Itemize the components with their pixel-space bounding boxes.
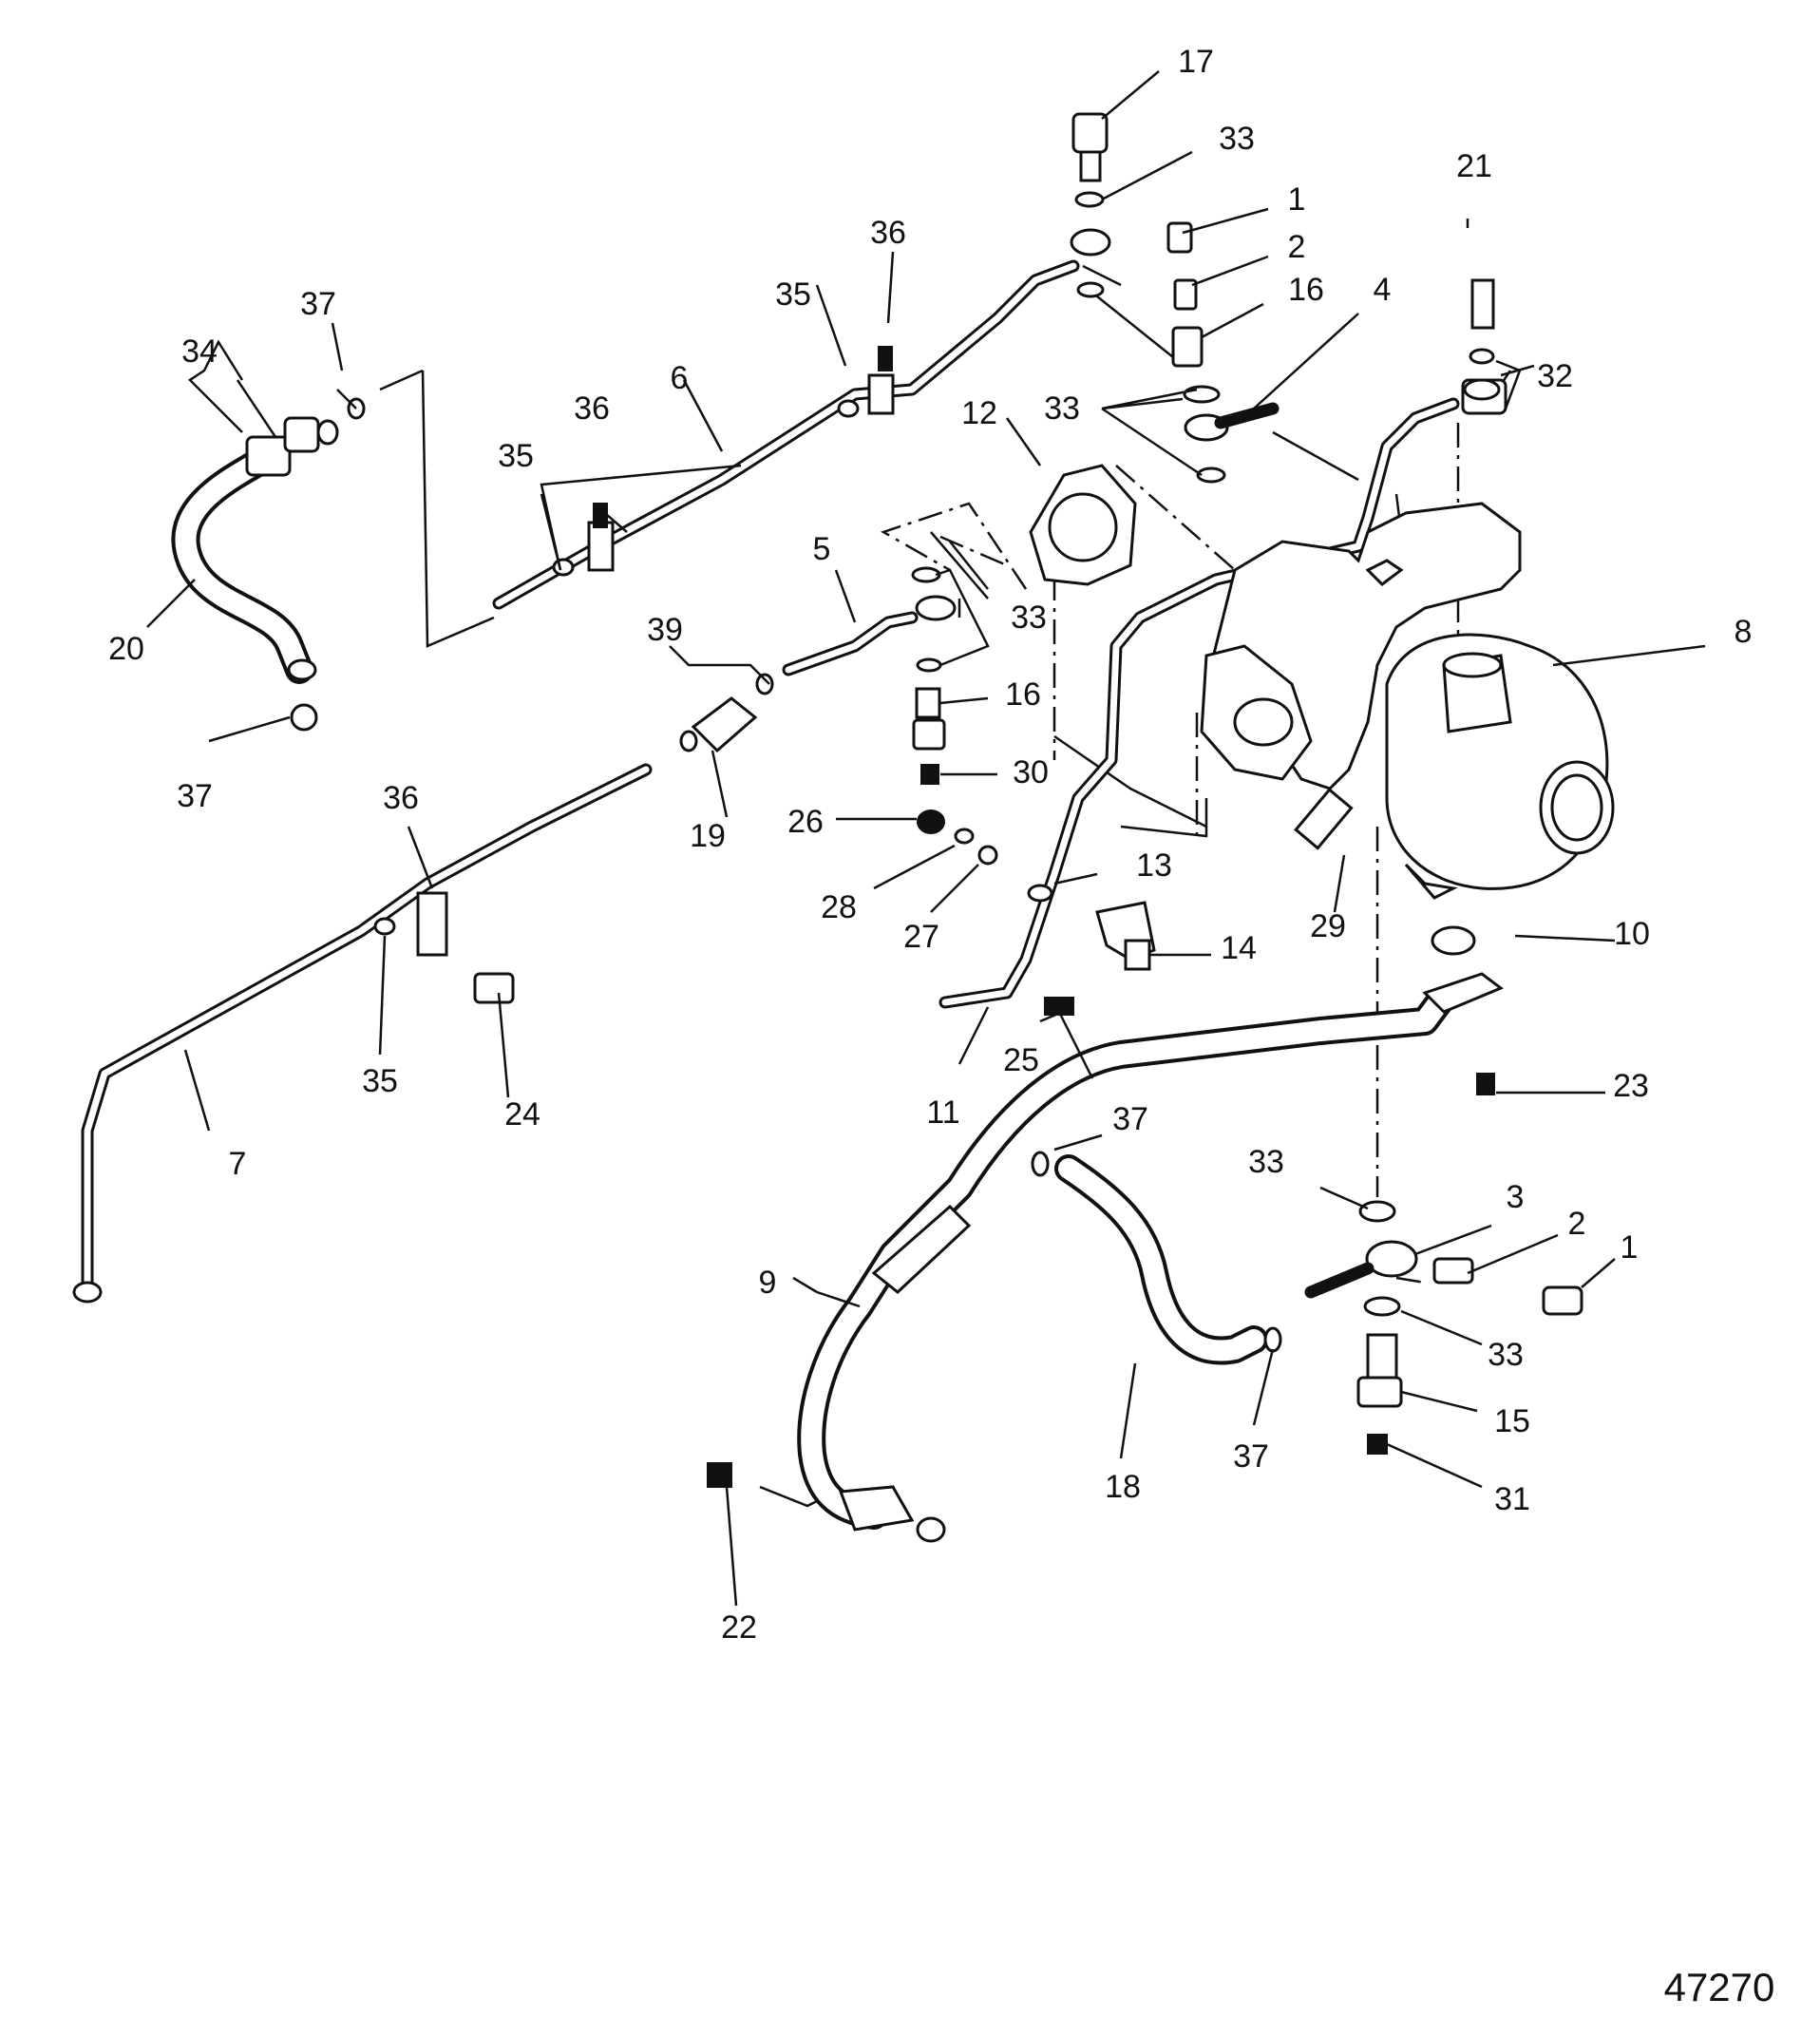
bracket-assembly [917,809,1156,1016]
callout-28: 28 [821,889,857,925]
sleeve-and-orings [679,673,774,753]
fittings-middle [911,566,957,785]
callout-33: 33 [1011,600,1047,636]
callout-36: 36 [383,780,419,816]
callout-12: 12 [961,395,997,431]
callout-18: 18 [1105,1469,1141,1505]
callout-30: 30 [1013,754,1049,790]
callout-37: 37 [300,286,336,322]
callout-8: 8 [1735,614,1753,650]
callout-37: 37 [1112,1101,1148,1137]
fittings-upper-center [1166,221,1280,484]
drain-flange [1294,788,1504,1095]
callout-33: 33 [1488,1337,1524,1373]
callout-labels: 1 1 2 2 3 4 5 6 7 8 9 10 11 12 13 14 15 … [108,44,1752,1646]
callout-2: 2 [1568,1206,1586,1242]
callout-1: 1 [1621,1229,1639,1266]
lower-clamp [72,891,515,1304]
callout-23: 23 [1613,1068,1649,1104]
hose-20-fittings [245,397,366,732]
callout-17: 17 [1178,44,1214,80]
oil-lines [81,259,1460,1294]
figure-number: 47270 [1664,1965,1775,2009]
callout-2: 2 [1288,229,1306,265]
callout-7: 7 [229,1146,247,1182]
hoses [171,447,1453,1530]
gasket [1029,464,1137,586]
callout-10: 10 [1614,916,1650,952]
banjo-lower [1304,1200,1583,1455]
callout-13: 13 [1136,847,1172,884]
turbocharger-assembly [1200,502,1615,900]
callout-31: 31 [1494,1481,1530,1517]
callout-35: 35 [775,276,811,313]
callout-4: 4 [1374,272,1392,308]
callout-15: 15 [1494,1403,1530,1439]
callout-11: 11 [926,1095,959,1131]
leader-lines [146,70,1706,1607]
callout-24: 24 [504,1096,540,1133]
line-6-fittings [552,346,895,577]
callout-21: 21 [1456,148,1492,184]
callout-25: 25 [1003,1042,1039,1078]
callout-20: 20 [108,631,144,667]
callout-3: 3 [1507,1179,1525,1215]
bolt-banjo-17 [1070,112,1111,298]
callout-33: 33 [1219,121,1255,157]
callout-36: 36 [574,390,610,427]
callout-37: 37 [1233,1438,1269,1475]
callout-33: 33 [1044,390,1080,427]
callout-9: 9 [759,1265,777,1301]
callout-14: 14 [1221,930,1257,966]
callout-16: 16 [1005,676,1041,713]
callout-19: 19 [690,818,726,854]
callout-33: 33 [1248,1144,1284,1180]
callout-6: 6 [671,360,689,396]
callout-34: 34 [181,333,218,370]
hose-clamps [1031,1151,1282,1353]
connection-lines [379,264,1512,1508]
callout-39: 39 [647,612,683,648]
callout-37: 37 [177,778,213,814]
drain-tube-end [707,1204,972,1543]
callout-16: 16 [1288,272,1324,308]
callout-1: 1 [1288,181,1306,218]
callout-27: 27 [903,919,939,955]
callout-35: 35 [498,438,534,474]
callout-32: 32 [1537,358,1573,394]
callout-35: 35 [362,1063,398,1099]
fitting-banjo-upper [1461,278,1507,415]
callout-29: 29 [1310,908,1346,944]
callout-36: 36 [870,215,906,251]
callout-22: 22 [721,1609,757,1646]
callout-5: 5 [813,531,831,567]
callout-26: 26 [787,804,824,840]
